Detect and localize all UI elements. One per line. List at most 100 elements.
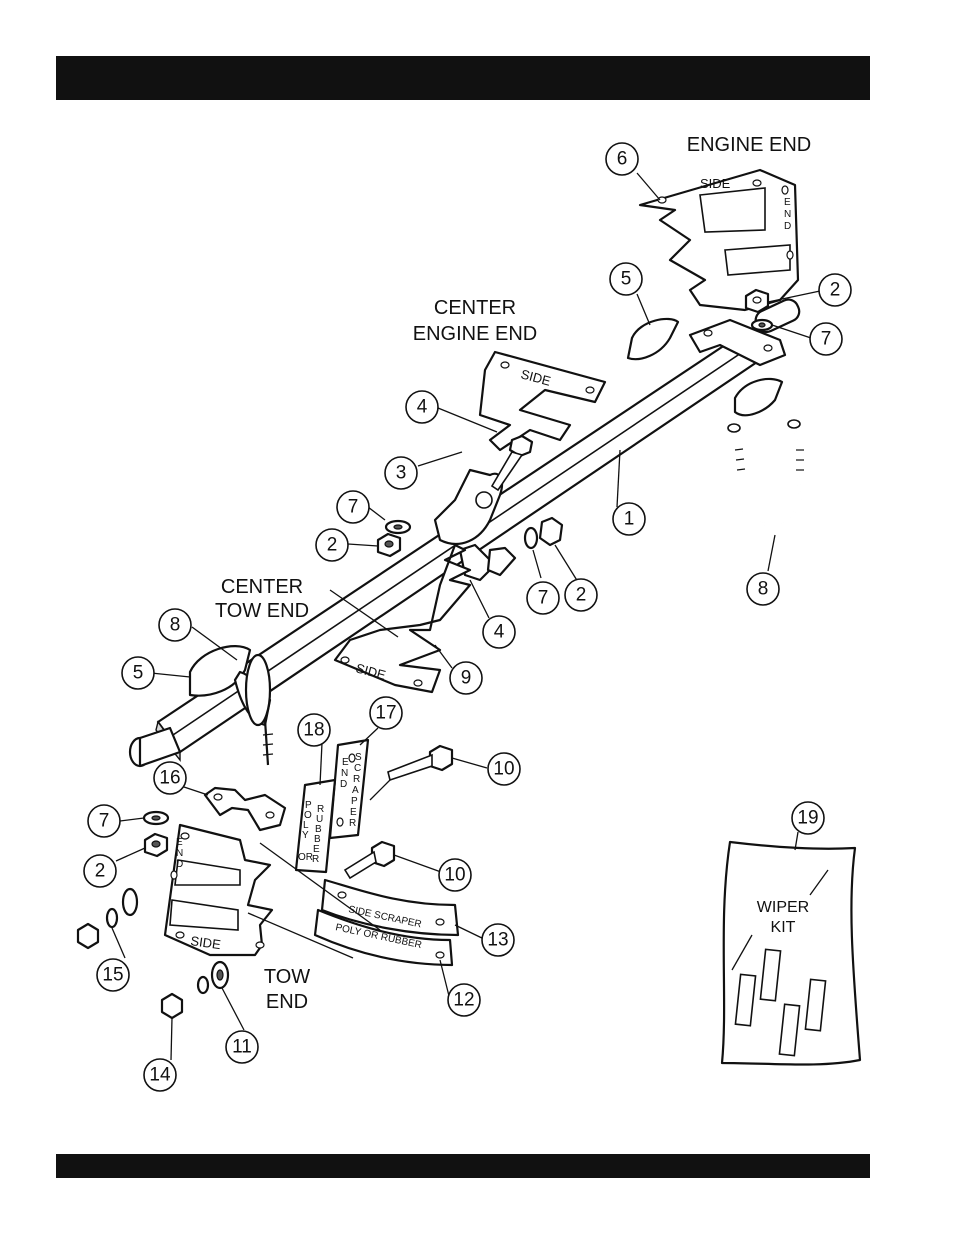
wiper-kit-label-2: KIT [771,919,796,936]
label-engine-end: ENGINE END [687,134,811,156]
svg-text:7: 7 [99,811,110,832]
engine-end-e-marking: E [784,197,791,208]
callout-18: 18 [298,714,330,746]
main-shaft [130,335,760,766]
svg-text:10: 10 [444,865,465,886]
svg-text:13: 13 [487,930,508,951]
label-tow-end-2: END [266,991,308,1013]
svg-text:2: 2 [830,280,841,301]
center-engine-end-plate: SIDE [480,352,605,450]
center-bolt-lower [488,548,515,575]
engine-end-d-marking: D [784,221,791,232]
svg-text:8: 8 [758,579,769,600]
scraper-d-marking: D [340,779,347,790]
svg-text:5: 5 [621,269,632,290]
scraper-r2-marking: R [349,818,356,829]
tow-end-plate: SIDE E N D [165,825,272,955]
callout-8b: 8 [159,609,191,641]
center-left-hardware [378,521,410,556]
callout-17: 17 [370,697,402,729]
svg-text:12: 12 [453,990,474,1011]
callout-7d: 7 [88,805,120,837]
svg-text:19: 19 [797,808,818,829]
svg-text:14: 14 [149,1065,171,1086]
callout-5a: 5 [610,263,642,295]
callout-9: 9 [450,662,482,694]
label-tow-end-1: TOW [264,966,310,988]
center-right-hardware [525,518,562,548]
wiper-kit-bag: WIPER KIT [722,842,860,1065]
end-scraper-strip: E N D S C R A P E R [330,740,368,838]
svg-text:16: 16 [159,768,180,789]
scraper-n-marking: N [341,768,348,779]
svg-text:2: 2 [327,535,338,556]
svg-text:10: 10 [493,759,514,780]
scraper-p-marking: P [351,796,358,807]
wiper-kit-label-1: WIPER [757,899,809,916]
poly-or-marking: OR [298,852,313,863]
callout-2d: 2 [84,855,116,887]
engine-end-side-marking: SIDE [700,176,731,191]
scraper-s-marking: S [355,752,362,763]
engine-end-plate: SIDE E N D [640,170,798,310]
callout-10b: 10 [439,859,471,891]
scraper-e2-marking: E [350,807,357,818]
callout-2c: 2 [565,579,597,611]
callout-15: 15 [97,959,129,991]
tow-end-d-marking: D [176,859,183,870]
callout-16: 16 [154,762,186,794]
callout-12: 12 [448,984,480,1016]
svg-text:7: 7 [538,588,549,609]
svg-text:9: 9 [461,668,472,689]
tow-end-bracket [205,788,285,830]
label-center-tow-end-2: TOW END [215,600,309,622]
callout-14: 14 [144,1059,176,1091]
rubber-r2-marking: R [312,854,319,865]
poly-y-marking: Y [302,830,309,841]
tow-end-bottom-hardware [162,962,228,1018]
tow-end-n-marking: N [176,848,183,859]
tow-end-side-marking: SIDE [190,933,222,952]
svg-text:11: 11 [232,1037,252,1058]
callout-8a: 8 [747,573,779,605]
callout-4b: 4 [483,616,515,648]
callout-7b: 7 [337,491,369,523]
svg-text:2: 2 [576,585,587,606]
svg-text:2: 2 [95,861,106,882]
svg-text:4: 4 [417,397,428,418]
callout-2a: 2 [819,274,851,306]
label-center-engine-end-2: ENGINE END [413,323,537,345]
svg-text:5: 5 [133,663,144,684]
svg-text:1: 1 [624,509,635,530]
callout-11: 11 [226,1031,258,1063]
svg-text:17: 17 [375,703,396,724]
callout-5b: 5 [122,657,154,689]
scraper-r-marking: R [353,774,360,785]
u-bolt-engine [728,420,804,524]
tow-end-e-marking: E [176,837,183,848]
callout-6: 6 [606,143,638,175]
callout-10a: 10 [488,753,520,785]
callout-3: 3 [385,457,417,489]
callout-19: 19 [792,802,824,834]
label-center-tow-end-1: CENTER [221,576,303,598]
callout-7c: 7 [527,582,559,614]
bolt-lower [345,842,394,878]
svg-text:7: 7 [821,329,832,350]
u-bolt-tow [246,655,273,765]
callout-1: 1 [613,503,645,535]
engine-end-n-marking: N [784,209,791,220]
bolt-upper [388,746,452,780]
svg-text:4: 4 [494,622,505,643]
svg-text:3: 3 [396,463,407,484]
callout-4a: 4 [406,391,438,423]
svg-text:18: 18 [303,720,324,741]
callout-2b: 2 [316,529,348,561]
end-poly-strip: P O L Y OR R U B B E R [296,780,335,872]
callout-7a: 7 [810,323,842,355]
scraper-a-marking: A [352,785,359,796]
svg-text:8: 8 [170,615,181,636]
scraper-e-marking: E [342,757,349,768]
callout-13: 13 [482,924,514,956]
